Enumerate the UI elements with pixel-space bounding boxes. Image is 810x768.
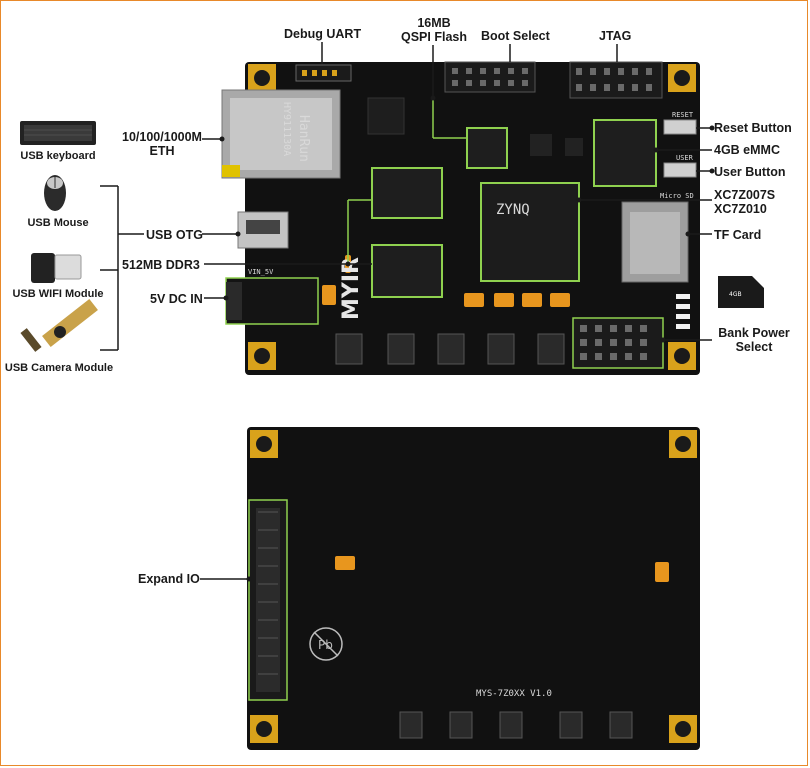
label-usb-wifi: USB WIFI Module — [12, 288, 104, 300]
label-tf-card: TF Card — [714, 228, 762, 242]
label-ethernet-line2: ETH — [149, 144, 175, 158]
boot-select-header — [444, 61, 536, 93]
svg-text:MYIR: MYIR — [339, 257, 364, 320]
zynq-soc-chip — [480, 182, 580, 282]
mouse-icon — [44, 175, 66, 211]
label-reset-button: Reset Button — [714, 121, 792, 135]
camera-module-icon — [20, 299, 98, 352]
svg-text:MYS-7Z0XX V1.0: MYS-7Z0XX V1.0 — [476, 689, 552, 699]
ddr3-chip-2 — [371, 244, 443, 298]
label-ddr3: 512MB DDR3 — [122, 258, 200, 272]
label-ethernet: 10/100/1000M ETH — [120, 130, 204, 158]
leader-lines — [100, 42, 712, 580]
label-boot-select: Boot Select — [481, 29, 550, 43]
label-user-button: User Button — [714, 165, 786, 179]
label-ethernet-line1: 10/100/1000M — [122, 130, 202, 144]
jtag-header — [569, 61, 663, 99]
label-usb-keyboard: USB keyboard — [20, 150, 96, 162]
svg-text:HY911130A: HY911130A — [281, 102, 292, 156]
svg-text:VIN_5V: VIN_5V — [248, 268, 274, 276]
label-usb-mouse: USB Mouse — [27, 217, 89, 229]
label-usb-camera: USB Camera Module — [4, 362, 114, 374]
reset-button-part — [663, 119, 697, 135]
keyboard-icon — [20, 121, 96, 145]
svg-text:Pb: Pb — [318, 638, 333, 652]
svg-text:USER: USER — [676, 154, 694, 162]
bank-power-header — [572, 317, 664, 369]
label-emmc: 4GB eMMC — [714, 143, 780, 157]
top-board: HanRun HY911130A — [221, 61, 700, 375]
label-usb-otg: USB OTG — [146, 228, 203, 242]
label-jtag: JTAG — [599, 29, 632, 43]
bottom-board: Pb MYS-7Z0XX V1.0 — [247, 427, 700, 750]
label-bank-power-line2: Select — [735, 340, 773, 354]
pb-free-icon — [309, 627, 343, 661]
label-bank-power-line1: Bank Power — [718, 326, 790, 340]
label-qspi-flash-line2: QSPI Flash — [401, 30, 467, 44]
svg-text:RESET: RESET — [672, 111, 694, 119]
svg-text:Micro SD: Micro SD — [660, 192, 694, 200]
label-soc-line2: XC7Z010 — [714, 202, 767, 216]
label-expand-io: Expand IO — [138, 572, 200, 586]
label-dc-in: 5V DC IN — [150, 292, 203, 306]
wifi-dongle-icon — [31, 253, 82, 283]
label-qspi-flash-line1: 16MB — [417, 16, 451, 30]
tf-card-icon: 4GB — [718, 276, 764, 308]
svg-text:HanRun: HanRun — [296, 115, 311, 162]
qspi-flash-chip — [466, 127, 508, 169]
label-soc: XC7Z007S XC7Z010 — [714, 188, 775, 216]
label-qspi-flash: 16MB QSPI Flash — [396, 16, 472, 44]
svg-text:ZYNQ: ZYNQ — [496, 202, 530, 218]
label-soc-line1: XC7Z007S — [714, 188, 776, 202]
svg-text:4GB: 4GB — [729, 291, 742, 298]
ddr3-chip-1 — [371, 167, 443, 219]
label-debug-uart: Debug UART — [284, 27, 362, 41]
user-button-part — [663, 162, 697, 178]
emmc-chip — [593, 119, 657, 187]
label-bank-power-select: Bank Power Select — [706, 326, 802, 354]
